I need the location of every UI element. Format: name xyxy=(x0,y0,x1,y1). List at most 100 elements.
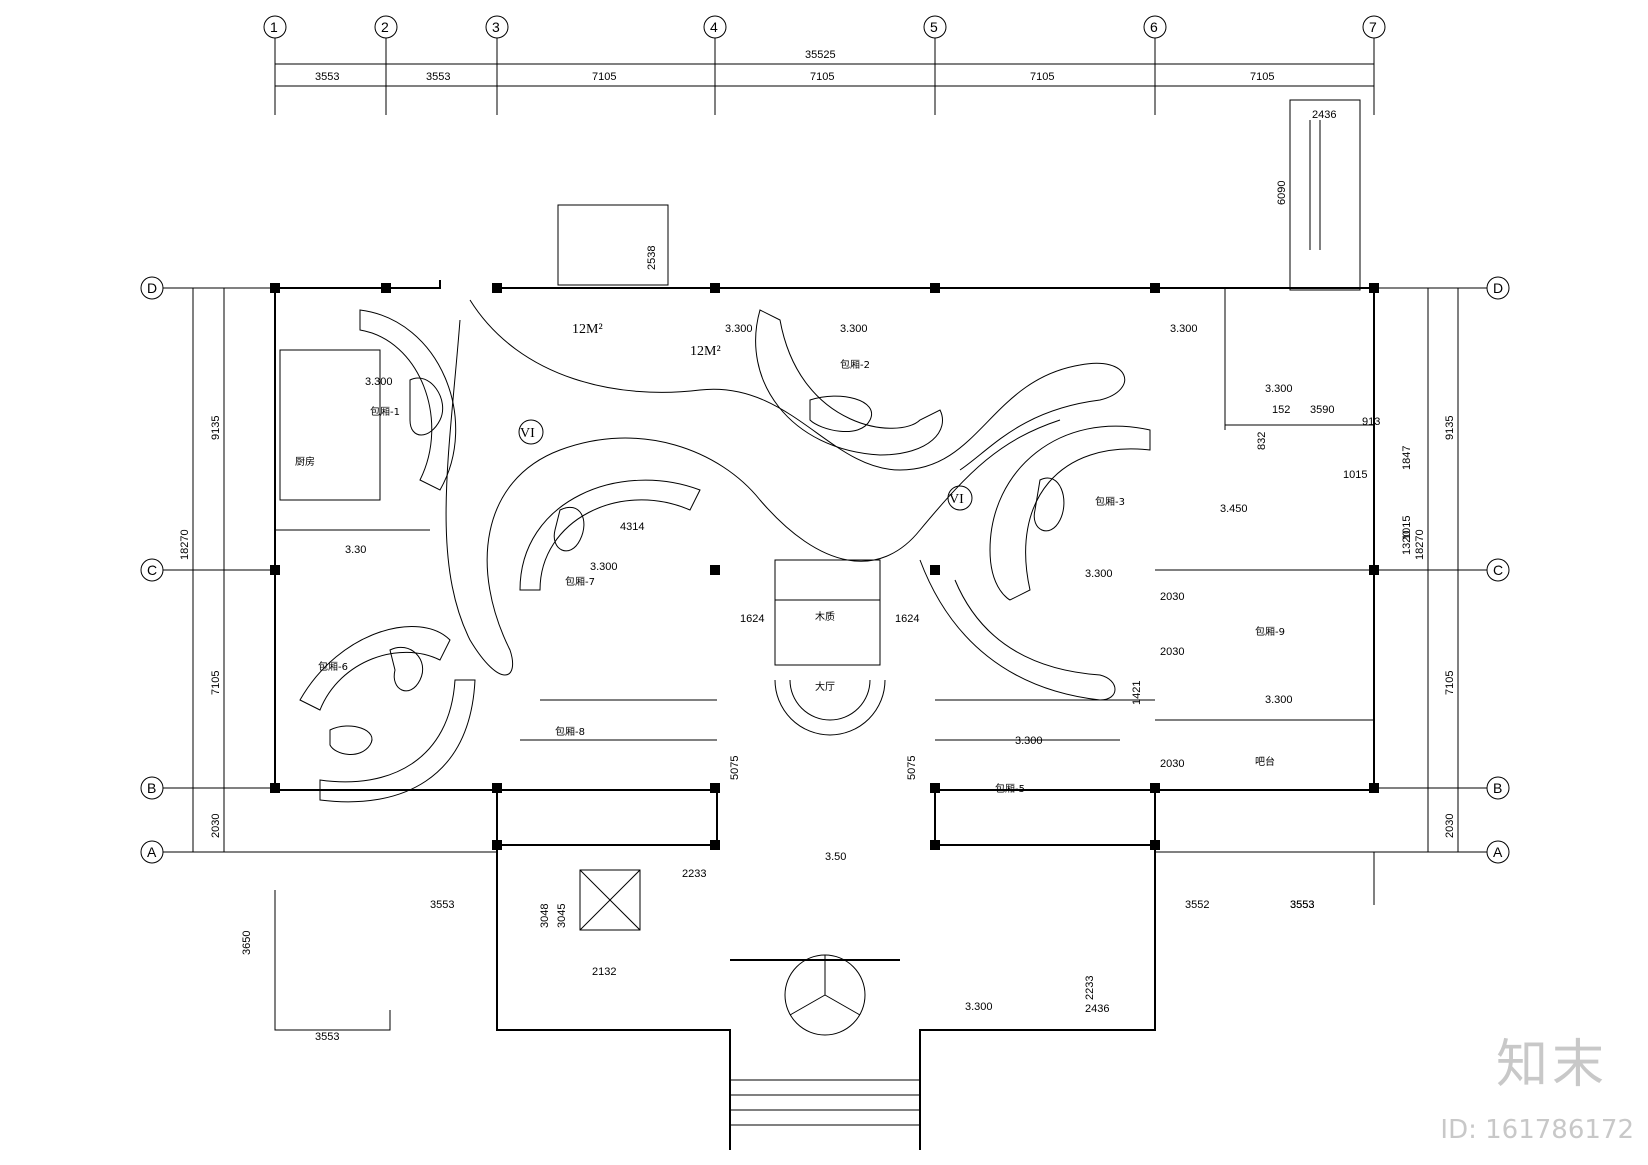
dim-misc-11: 3553 xyxy=(315,1031,339,1043)
dim-left-total: 18270 xyxy=(179,529,191,560)
dim-misc-20: 2030 xyxy=(1160,646,1184,658)
dim-misc-9: 3553 xyxy=(1290,899,1314,911)
wood-floor-label: 木质 xyxy=(815,611,835,623)
axis-col-3: 3 xyxy=(492,19,500,35)
dim-right-total: 18270 xyxy=(1414,529,1426,560)
area-label-2: 12M² xyxy=(690,344,721,359)
dim-misc-6: 3553 xyxy=(430,899,454,911)
area-label-1: 12M² xyxy=(572,322,603,337)
dim-misc-7: 3553 xyxy=(1290,899,1314,911)
axis-row-a-right: A xyxy=(1493,844,1503,860)
room2-label: 包厢-2 xyxy=(840,358,870,371)
room8-label: 包厢-8 xyxy=(555,725,585,738)
level-5: 3.300 xyxy=(1265,383,1293,395)
vip-label-2: VI xyxy=(949,492,964,507)
curved-corridor xyxy=(445,299,1126,701)
outer-walls xyxy=(274,280,1375,1150)
round-booths xyxy=(299,309,1151,803)
dim-misc-18: 1421 xyxy=(1131,681,1143,705)
dim-top-5: 7105 xyxy=(1030,71,1054,83)
dim-misc-15: 2436 xyxy=(1085,1003,1109,1015)
dim-misc-24: 1015 xyxy=(1401,516,1413,540)
dim-misc-25: 1320 xyxy=(1401,531,1413,555)
dim-stair2-height: 2538 xyxy=(646,246,658,270)
dim-misc-3: 5075 xyxy=(729,756,741,780)
level-10: 3.300 xyxy=(590,561,618,573)
level-12: 3.30 xyxy=(345,544,366,556)
level-labels: 3.300 3.300 3.300 3.300 3.300 3.300 3.45… xyxy=(345,323,1293,1013)
dim-misc-16: 2233 xyxy=(1084,976,1096,1000)
level-7: 3.450 xyxy=(1220,503,1248,515)
axis-row-b-right: B xyxy=(1493,780,1502,796)
dim-misc-12: 3048 xyxy=(539,904,551,928)
level-1: 3.300 xyxy=(365,376,393,388)
level-13: 3.50 xyxy=(825,851,846,863)
reception-desk xyxy=(774,679,886,736)
inner-partitions xyxy=(275,288,1374,741)
axis-col-4: 4 xyxy=(710,19,718,35)
dim-misc-17: 4314 xyxy=(620,521,644,533)
level-2: 3.300 xyxy=(840,323,868,335)
watermark-brand: 知末 xyxy=(1495,1035,1608,1095)
structural-columns xyxy=(270,283,1379,850)
room6-label: 包厢-6 xyxy=(318,660,348,673)
dim-misc-28: 913 xyxy=(1362,416,1380,428)
dim-misc-23: 1015 xyxy=(1343,469,1367,481)
level-3: 3.300 xyxy=(725,323,753,335)
dim-left-1: 9135 xyxy=(210,416,222,440)
level-4: 3.300 xyxy=(1170,323,1198,335)
watermark-id: ID: 161786172 xyxy=(1440,1115,1634,1145)
dim-right-1: 9135 xyxy=(1444,416,1456,440)
bar-label: 吧台 xyxy=(1255,755,1275,768)
axis-row-c-right: C xyxy=(1493,562,1503,578)
dim-misc-1: 1624 xyxy=(740,613,764,625)
room3-label: 包厢-3 xyxy=(1095,495,1125,508)
axis-labels: 1 2 3 4 5 6 7 D C B A D C B A xyxy=(147,19,1503,860)
terraces xyxy=(274,851,1375,1031)
axis-row-c-left: C xyxy=(147,562,157,578)
kitchen-label: 厨房 xyxy=(295,455,315,468)
dim-top-6: 7105 xyxy=(1250,71,1274,83)
entrance-steps xyxy=(730,1079,920,1126)
room9-label: 包厢-9 xyxy=(1255,625,1285,638)
dim-stair-height: 6090 xyxy=(1276,181,1288,205)
dim-top-2: 3553 xyxy=(426,71,450,83)
dim-misc-14: 2132 xyxy=(592,966,616,978)
elevator xyxy=(579,869,641,931)
axis-col-7: 7 xyxy=(1369,19,1377,35)
axis-row-d-right: D xyxy=(1493,280,1503,296)
room7-label: 包厢-7 xyxy=(565,575,595,588)
dim-misc-4: 5075 xyxy=(906,756,918,780)
dim-misc-8: 3552 xyxy=(1185,899,1209,911)
dim-misc-2: 1624 xyxy=(895,613,919,625)
dim-misc-21: 2030 xyxy=(1160,758,1184,770)
axis-col-1: 1 xyxy=(270,19,278,35)
dim-misc-29: 832 xyxy=(1256,432,1268,450)
dim-stair-width: 2436 xyxy=(1312,109,1336,121)
room-labels: 12M² 12M² VI VI 木质 大厅 包厢-1 包厢-2 包厢-3 包厢-… xyxy=(295,322,1285,795)
axis-col-5: 5 xyxy=(930,19,938,35)
dim-top-1: 3553 xyxy=(315,71,339,83)
room5-label: 包厢-5 xyxy=(995,782,1025,795)
level-6: 3.300 xyxy=(1085,568,1113,580)
dim-misc-19: 2030 xyxy=(1160,591,1184,603)
dim-right-2: 7105 xyxy=(1444,671,1456,695)
dim-misc-5: 2233 xyxy=(682,868,706,880)
grid-axis-sides xyxy=(140,276,1510,864)
axis-row-a-left: A xyxy=(147,844,157,860)
axis-row-b-left: B xyxy=(147,780,156,796)
dim-total-top: 35525 xyxy=(805,49,836,61)
dim-misc-10: 3650 xyxy=(241,931,253,955)
axis-col-2: 2 xyxy=(381,19,389,35)
dimension-labels: 35525 3553 3553 7105 7105 7105 7105 1827… xyxy=(179,49,1456,1043)
dim-misc-13: 3045 xyxy=(556,904,568,928)
booth-tables xyxy=(329,377,1065,755)
dim-misc-26: 1847 xyxy=(1401,446,1413,470)
axis-col-6: 6 xyxy=(1150,19,1158,35)
level-8: 3.300 xyxy=(1265,694,1293,706)
hall-label: 大厅 xyxy=(815,680,835,693)
vip-label-1: VI xyxy=(520,426,535,441)
grid-axis-top xyxy=(263,15,1386,115)
dim-left-3: 2030 xyxy=(210,814,222,838)
